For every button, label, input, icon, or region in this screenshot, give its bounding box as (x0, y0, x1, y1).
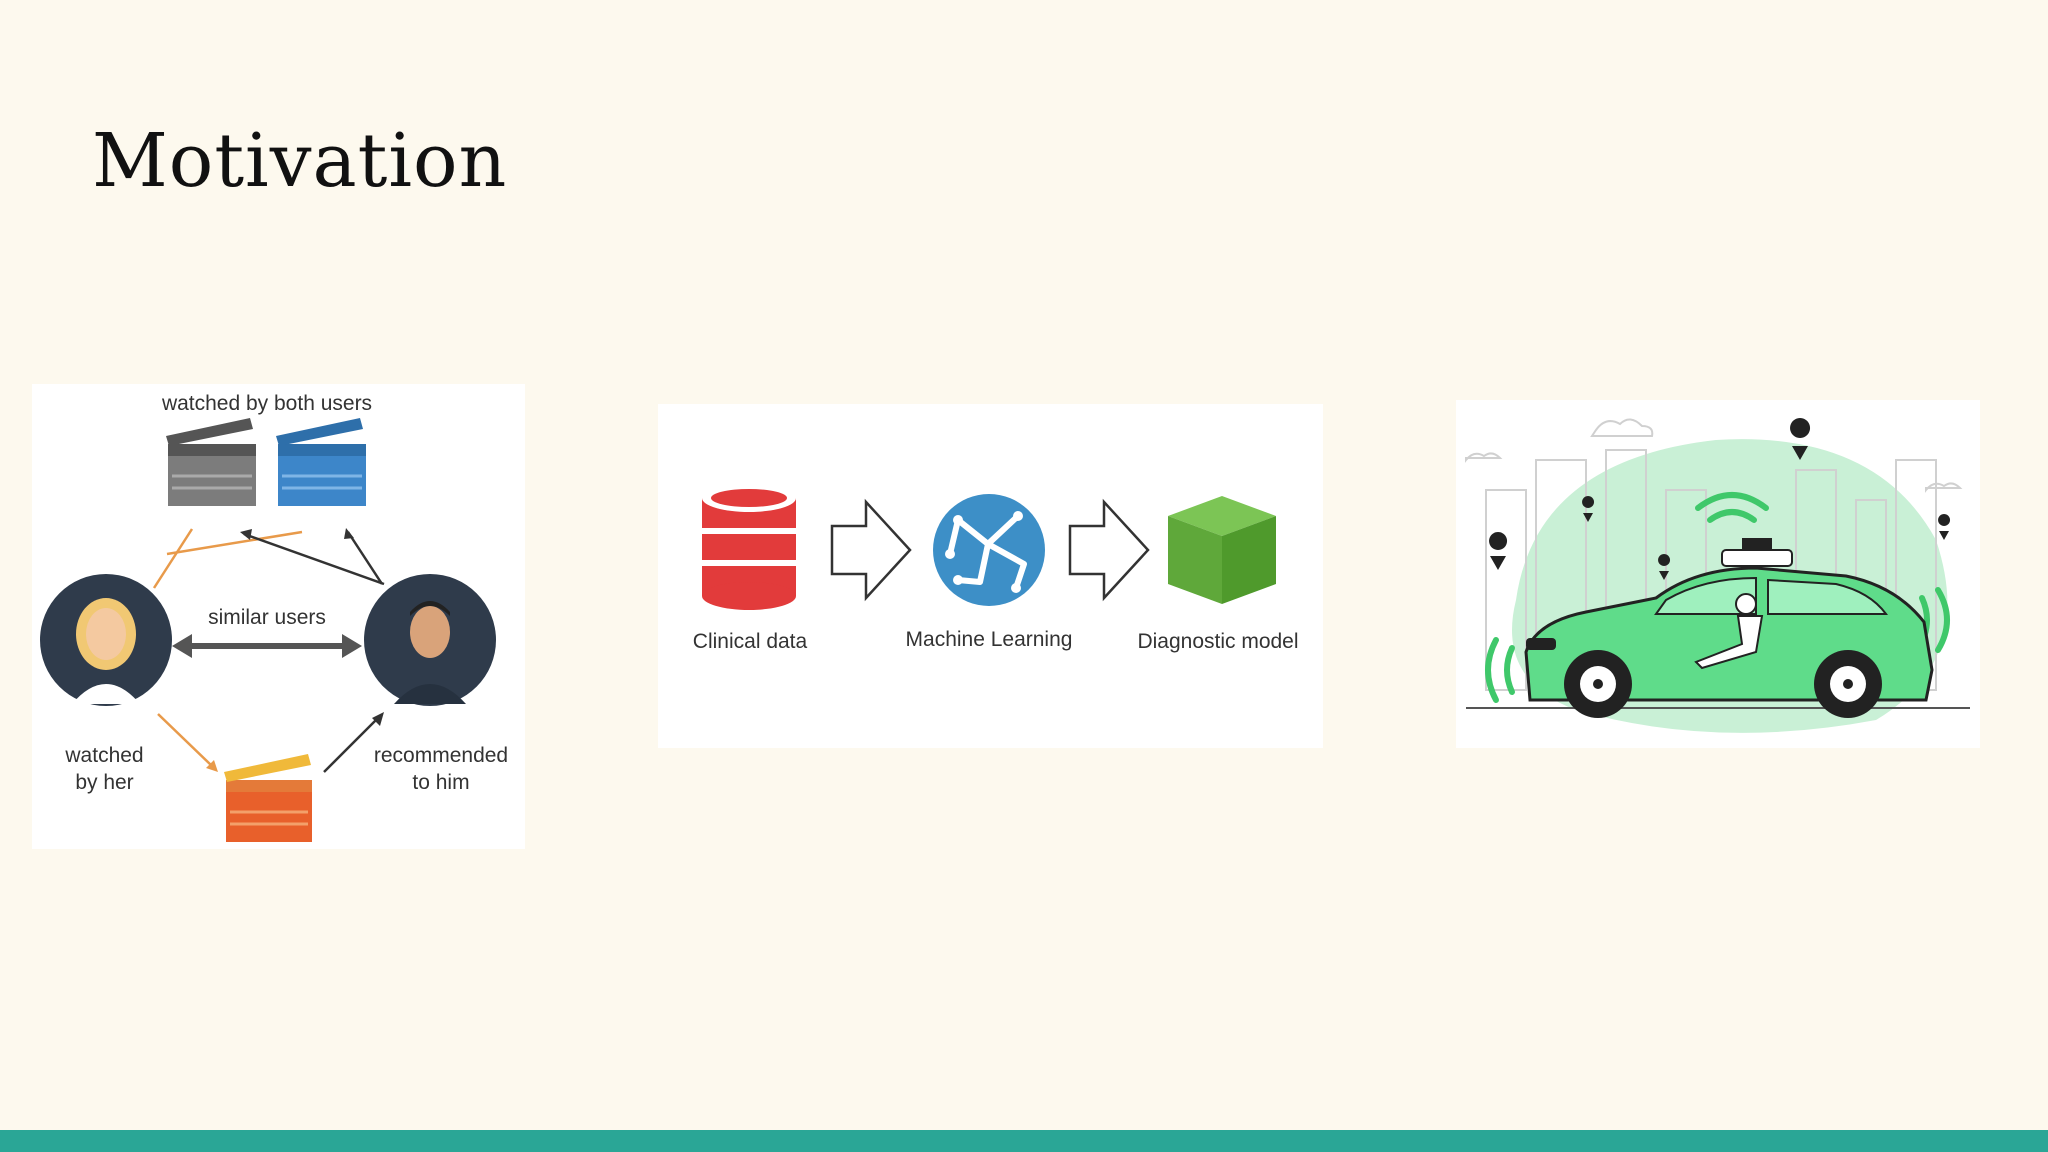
ml-pipeline-diagram: Clinical data Machine Learning Diagnosti… (658, 404, 1323, 748)
bottom-accent-bar (0, 1130, 2048, 1152)
clapperboard-orange-icon (224, 754, 312, 842)
top-label: watched by both users (161, 392, 373, 415)
location-pin-icon (1489, 418, 1951, 580)
pipeline-graphic (702, 484, 1276, 610)
cube-icon (1168, 496, 1276, 604)
right-label: recommended to him (373, 744, 509, 794)
arrow-right-icon (1068, 498, 1150, 602)
car-wheel (1564, 650, 1632, 718)
self-driving-car-icon (1465, 418, 1970, 733)
car-wheel (1814, 650, 1882, 718)
neural-network-icon (933, 494, 1045, 606)
clapperboard-gray-icon (166, 418, 256, 506)
similar-users-label: similar users (208, 606, 326, 629)
woman-avatar-icon (40, 574, 172, 706)
recommendation-graphic (40, 418, 496, 842)
man-avatar-icon (364, 574, 496, 706)
step-label-ml: Machine Learning (905, 628, 1073, 651)
database-icon (702, 484, 796, 610)
left-label: watched by her (65, 744, 144, 794)
slide-title: Motivation (92, 118, 508, 204)
step-label-model: Diagnostic model (1137, 630, 1299, 653)
arrow-right-icon (830, 498, 912, 602)
step-label-clinical: Clinical data (692, 630, 808, 653)
recommendation-diagram: watched by both users (32, 384, 525, 849)
clapperboard-blue-icon (276, 418, 366, 506)
self-driving-car-illustration (1456, 400, 1980, 748)
